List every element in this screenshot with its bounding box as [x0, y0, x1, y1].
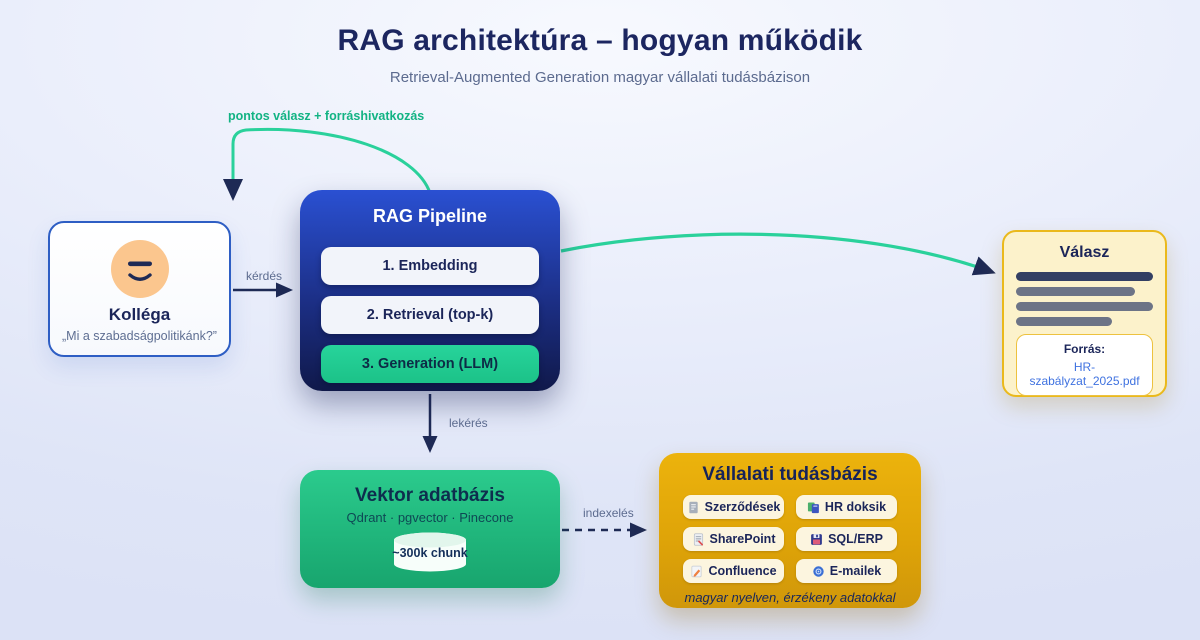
- vector-db-card: Vektor adatbázis Qdrant · pgvector · Pin…: [300, 470, 560, 588]
- colleague-title: Kolléga: [108, 305, 171, 324]
- memo-icon: [690, 565, 703, 578]
- colleague-quote: „Mi a szabadságpolitikánk?”: [62, 329, 217, 343]
- answer-curve-arrow: [560, 232, 996, 276]
- answer-card: Válasz Forrás: HR-szabályzat_2025.pdf: [1002, 230, 1167, 397]
- pipeline-step-embedding: 1. Embedding: [321, 247, 539, 285]
- page-subtitle: Retrieval-Augmented Generation magyar vá…: [389, 69, 811, 86]
- answer-text-line: [1016, 287, 1136, 296]
- rag-pipeline-card: RAG Pipeline 1. Embedding 2. Retrieval (…: [300, 190, 560, 391]
- feedback-curve-arrow: [223, 127, 432, 201]
- knowledge-base-footnote: magyar nyelven, érzékeny adatokkal: [684, 590, 896, 605]
- document-icon: [687, 501, 700, 514]
- answer-text-line: [1016, 302, 1153, 311]
- knowledge-base-grid: Szerződések HR doksik SharePoint SQL/ERP: [683, 495, 897, 583]
- kb-item-emails: E-mailek: [796, 559, 897, 583]
- question-arrow-label: kérdés: [246, 269, 283, 283]
- kb-item-confluence: Confluence: [683, 559, 784, 583]
- knowledge-base-card: Vállalati tudásbázis Szerződések HR doks…: [659, 453, 921, 608]
- kb-item-label: E-mailek: [829, 564, 882, 578]
- database-cylinder-icon: ~300k chunk: [391, 531, 469, 573]
- answer-text-line: [1016, 317, 1112, 326]
- kb-item-sharepoint: SharePoint: [683, 527, 784, 551]
- email-icon: [812, 565, 825, 578]
- pipeline-step-generation: 3. Generation (LLM): [321, 345, 539, 383]
- feedback-arrow-label: pontos válasz + forráshivatkozás: [228, 109, 425, 123]
- kb-item-label: SharePoint: [709, 532, 776, 546]
- page-icon: [692, 532, 705, 546]
- pipeline-title: RAG Pipeline: [372, 206, 488, 226]
- answer-title: Válasz: [1059, 244, 1110, 261]
- kb-item-contracts: Szerződések: [683, 495, 784, 519]
- page-title: RAG architektúra – hogyan működik: [337, 24, 863, 57]
- books-icon: [807, 501, 820, 514]
- kb-item-sql-erp: SQL/ERP: [796, 527, 897, 551]
- source-file-name: HR-szabályzat_2025.pdf: [1029, 360, 1140, 388]
- retrieve-arrow-label: lekérés: [449, 416, 488, 430]
- pipeline-step-retrieval: 2. Retrieval (top-k): [321, 296, 539, 334]
- answer-text-line: [1016, 272, 1153, 281]
- knowledge-base-title: Vállalati tudásbázis: [702, 464, 878, 485]
- source-card: Forrás: HR-szabályzat_2025.pdf: [1016, 334, 1153, 396]
- kb-item-label: SQL/ERP: [828, 532, 883, 546]
- chunk-count-badge: ~300k chunk: [392, 546, 468, 560]
- source-label: Forrás:: [1063, 342, 1106, 356]
- vector-db-engines: Qdrant · pgvector · Pinecone: [346, 510, 514, 525]
- colleague-card: Kolléga „Mi a szabadságpolitikánk?”: [48, 221, 231, 357]
- vector-db-title: Vektor adatbázis: [355, 485, 505, 506]
- floppy-disk-icon: [810, 533, 823, 546]
- smiley-face-icon: [110, 240, 169, 298]
- kb-item-label: HR doksik: [824, 500, 887, 514]
- kb-item-label: Szerződések: [704, 500, 781, 514]
- index-arrow-label: indexelés: [583, 506, 634, 520]
- kb-item-hr-docs: HR doksik: [796, 495, 897, 519]
- kb-item-label: Confluence: [708, 564, 777, 578]
